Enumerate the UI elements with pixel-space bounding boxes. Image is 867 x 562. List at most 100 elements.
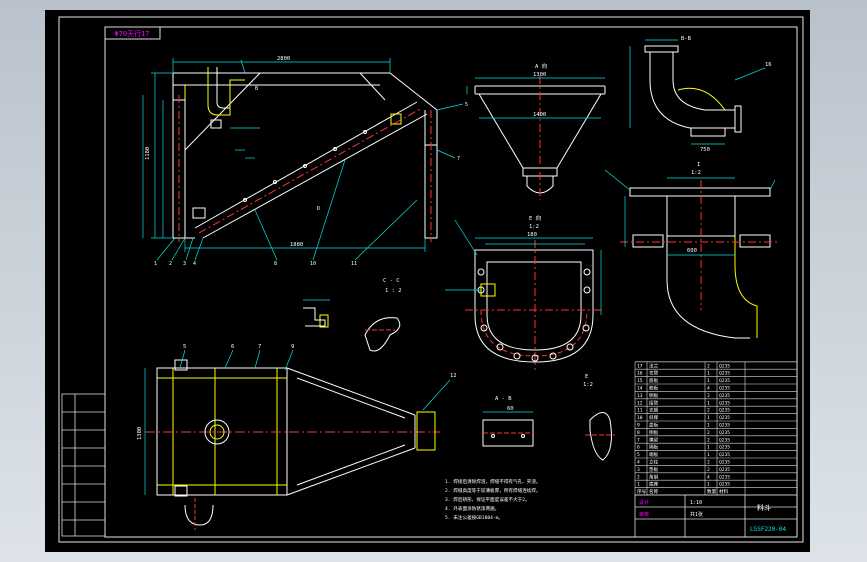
bom-cell: 角钢 [649,473,659,480]
bom-cell: Q235 [719,386,730,392]
bom-cell: Q235 [719,460,730,466]
dim-left-height: 1180 [145,147,151,160]
bom-cell: 4 [707,386,710,392]
view-a-label: E 向 [529,214,541,222]
bom-cell: 侧板 [649,392,659,399]
bom-cell: 2 [707,460,710,466]
bom-cell: 底板 [649,377,659,384]
tb-design: 设计 [639,499,649,506]
bom-cell: 5 [637,452,640,458]
flange-view: E 向 1:2 180 [445,214,603,370]
dim-gap: 60 [507,406,514,412]
bom-cell: Q235 [719,393,730,399]
bom-header-cell: 名称 [649,488,659,495]
svg-text:10: 10 [310,261,316,267]
bb-section-label: B-B [681,36,692,42]
bom-cell: 1 [707,371,710,377]
bom-cell: Q235 [719,467,730,473]
svg-text:4: 4 [193,261,196,267]
bom-cell: 11 [637,408,643,414]
bom-cell: 13 [637,393,643,399]
bom-cell: 1 [707,452,710,458]
bom-cell: 3 [637,467,640,473]
cad-drawing: Φ70天行17 [58,16,804,543]
bom-cell: 筋板 [649,385,659,392]
bom-cell: 1 [707,415,710,421]
bom-cell: 盖板 [649,422,659,429]
bom-cell: Q235 [719,363,730,369]
stamp-box [104,26,161,40]
bom-cell: 12 [637,400,643,406]
bom-cell: 2 [637,474,640,480]
detail-ab: A - B 60 E 1:2 [482,374,615,461]
drawing-canvas[interactable]: Φ70天行17 [45,10,810,552]
svg-text:B: B [255,86,258,92]
svg-text:1: 1 [154,261,157,267]
left-strip [61,393,106,537]
stamp-text: Φ70天行17 [114,29,149,38]
bom-cell: 弯管 [649,370,659,377]
section-cc: C - C 1 : 2 [303,278,402,352]
detail-i-scale: 1:2 [691,170,701,176]
bom-cell: 2 [707,467,710,473]
svg-text:5: 5 [183,344,186,350]
note-4: 4. 外表面涂防锈漆两遍。 [445,505,499,512]
svg-text:12: 12 [450,373,457,379]
dim-hopper-width: 1300 [533,72,546,78]
pipe-bend-view: B-B 16 750 [629,36,772,153]
bom-cell: 1 [707,378,710,384]
dim-hopper-inner: 1400 [533,112,546,118]
view-a-scale: 1:2 [529,224,539,230]
bom-cell: Q235 [719,430,730,436]
bom-cell: 10 [637,415,643,421]
bom-cell: 2 [707,437,710,443]
bom-header-cell: 数量 [707,488,717,495]
detail-i-label: I [697,162,700,168]
bom-cell: 侧板 [649,429,659,436]
bom-cell: Q235 [719,408,730,414]
bom-cell: 支腿 [649,407,659,414]
note-5: 5. 未注公差按GB1804-m。 [445,514,503,521]
cc-section-label: C - C [383,278,400,284]
view-e-scale: 1:2 [583,382,593,388]
tech-notes: 1. 焊接后清除焊渣，焊缝不得有气孔、夹渣。 2. 焊缝高度等于较薄板厚，所有焊… [445,478,541,521]
bom-cell: 2 [707,363,710,369]
bom-cell: Q235 [719,474,730,480]
bom-cell: 9 [637,423,640,429]
bom-cell: 4 [707,474,710,480]
drawing-number: LSSF220-04 [750,526,787,533]
bom-cell: 1 [637,482,640,488]
bom-cell: Q235 [719,378,730,384]
detail-i-view: I 1:2 600 [604,162,780,339]
svg-text:9: 9 [291,344,294,350]
bom-cell: 隔板 [649,444,659,451]
svg-text:16: 16 [765,62,772,68]
bom-cell: 16 [637,371,643,377]
note-2: 2. 焊缝高度等于较薄板厚，所有焊缝连续焊。 [445,487,541,494]
bom-cell: Q235 [719,423,730,429]
view-e-label: E [585,374,588,380]
bom-cell: 4 [637,460,640,466]
svg-text:5: 5 [465,102,468,108]
svg-text:11: 11 [351,261,357,267]
bom-cell: 2 [707,430,710,436]
bom-cell: 底座 [649,481,659,488]
hopper-section-label: A 向 [535,62,547,70]
bom-cell: 6 [637,445,640,451]
bom-cell: Q235 [719,400,730,406]
bom-cell: 2 [707,408,710,414]
bom-header-cell: 材料 [719,488,729,495]
outer-frame [58,16,804,543]
tb-title: 料斗 [757,503,771,512]
bom-cell: Q235 [719,452,730,458]
dim-bottom-length: 1880 [290,242,303,248]
dim-flange: 180 [527,232,537,238]
bom-cell: 1 [707,400,710,406]
bom-cell: 14 [637,386,643,392]
bom-cell: 法兰 [649,362,659,369]
bom-cell: Q235 [719,482,730,488]
svg-text:7: 7 [258,344,261,350]
